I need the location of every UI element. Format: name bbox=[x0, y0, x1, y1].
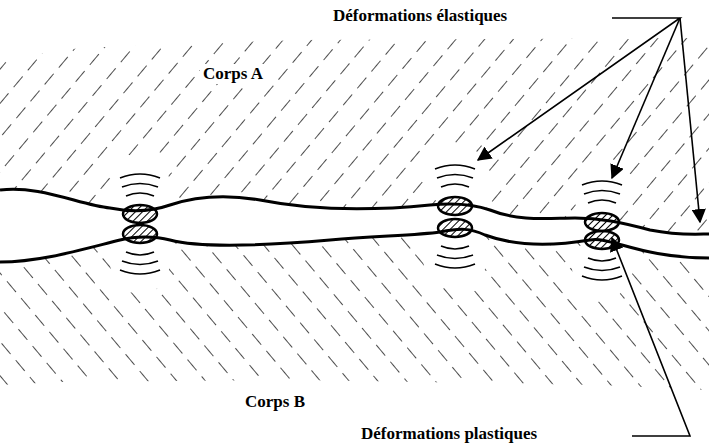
callout-label: Déformations plastiques bbox=[358, 424, 540, 444]
elastic-arcs bbox=[120, 165, 622, 280]
body-b-hatch bbox=[0, 229, 709, 390]
callout-label: Déformations élastiques bbox=[330, 6, 510, 26]
surface-a bbox=[0, 189, 709, 234]
plastic-zones bbox=[123, 197, 619, 249]
body-label: Corps B bbox=[242, 392, 308, 412]
body-label: Corps A bbox=[200, 64, 266, 84]
body-a-hatch bbox=[0, 38, 709, 234]
surface-b bbox=[0, 229, 709, 262]
leader-lines bbox=[478, 18, 700, 436]
